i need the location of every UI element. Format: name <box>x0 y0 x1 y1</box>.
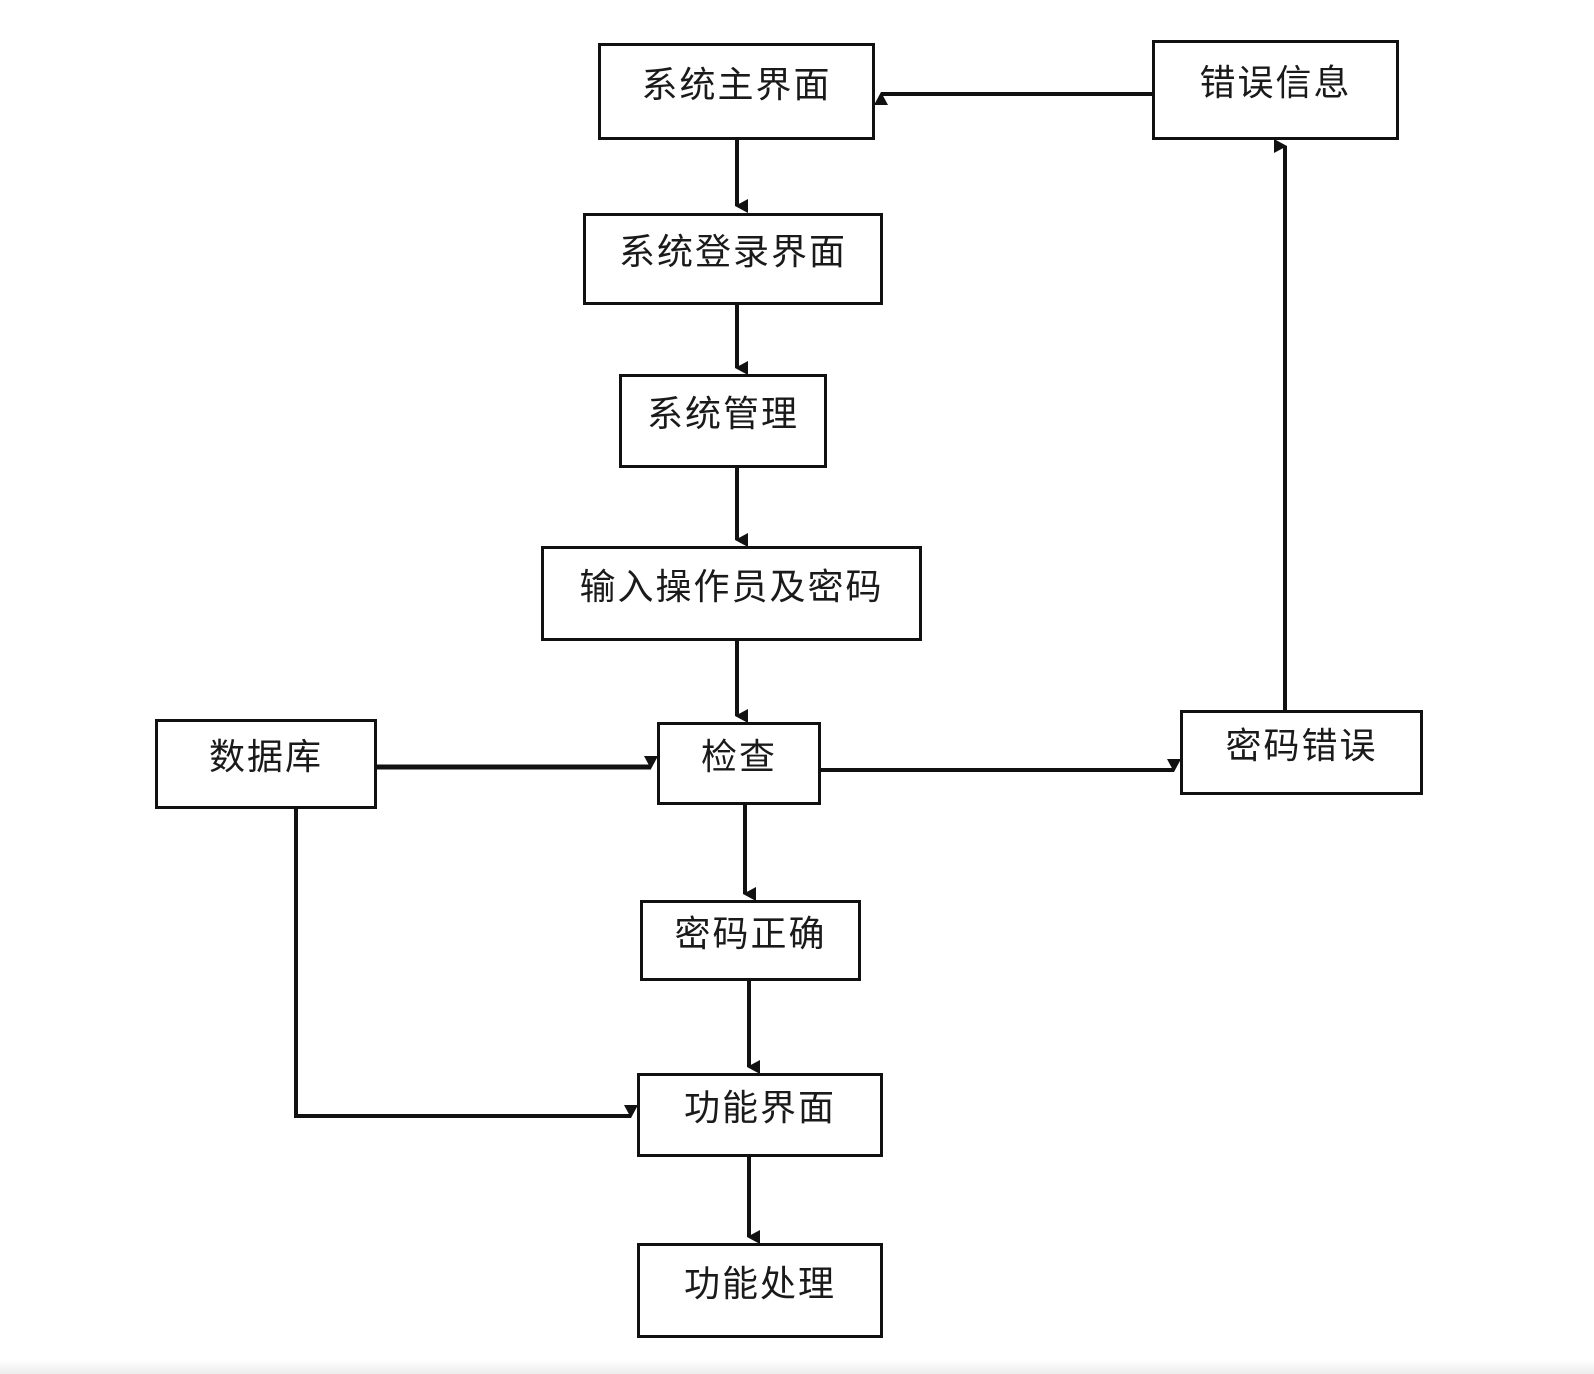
node-label: 数据库 <box>208 737 323 777</box>
node-label: 系统管理 <box>646 394 799 434</box>
node-label: 系统主界面 <box>641 64 832 105</box>
node-label: 功能界面 <box>683 1088 836 1128</box>
node-label: 密码错误 <box>1225 725 1378 766</box>
node-label: 系统登录界面 <box>618 232 847 272</box>
node-database[interactable]: 数据库 <box>155 719 377 809</box>
node-system-main-interface[interactable]: 系统主界面 <box>598 43 875 140</box>
node-system-login-interface[interactable]: 系统登录界面 <box>583 213 883 305</box>
node-function-processing[interactable]: 功能处理 <box>637 1243 883 1338</box>
node-error-message[interactable]: 错误信息 <box>1152 40 1399 140</box>
node-password-correct[interactable]: 密码正确 <box>640 900 861 981</box>
node-label: 密码正确 <box>674 913 827 954</box>
node-function-interface[interactable]: 功能界面 <box>637 1073 883 1157</box>
bottom-edge-strip <box>0 1360 1594 1374</box>
node-label: 功能处理 <box>683 1263 836 1304</box>
node-password-incorrect[interactable]: 密码错误 <box>1180 710 1423 795</box>
node-input-operator-and-password[interactable]: 输入操作员及密码 <box>541 546 922 641</box>
node-label: 输入操作员及密码 <box>579 566 884 607</box>
node-check[interactable]: 检查 <box>657 722 821 805</box>
node-label: 错误信息 <box>1199 63 1352 103</box>
node-label: 检查 <box>700 736 777 777</box>
node-system-management[interactable]: 系统管理 <box>619 374 827 468</box>
edge-db-to-funcui <box>294 809 638 1118</box>
